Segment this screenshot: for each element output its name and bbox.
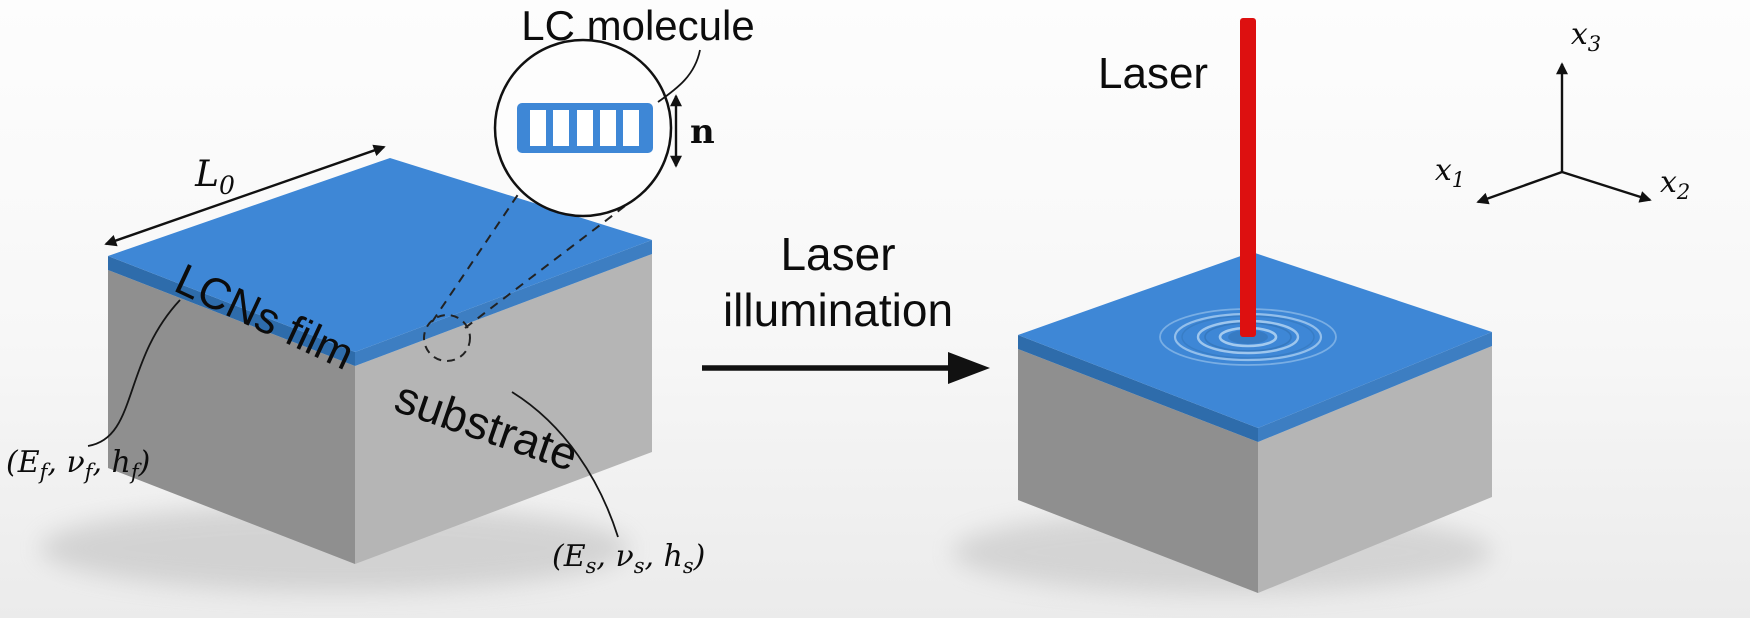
laser-label: Laser xyxy=(1098,49,1208,98)
lc-molecule-title: LC molecule xyxy=(521,2,754,49)
axis-label-x3: x3 xyxy=(1571,17,1601,56)
length-label: L0 xyxy=(194,154,235,200)
molecule-slot xyxy=(530,110,546,146)
left-block-film-edge-right xyxy=(355,240,652,366)
left-block-film-edge-left xyxy=(108,256,355,366)
right-block: Laser xyxy=(1018,18,1492,593)
axis-x1 xyxy=(1476,170,1563,205)
substrate-params-pointer xyxy=(511,391,619,538)
zoom-cone-line-left xyxy=(431,192,520,323)
right-block-substrate-right-face xyxy=(1258,346,1492,593)
lc-molecule-body xyxy=(517,103,653,153)
right-block-film-edge-left xyxy=(1018,335,1258,442)
axis-label-x2: x2 xyxy=(1660,165,1690,204)
left-block-substrate-left-face xyxy=(108,270,355,564)
transition: Laser illumination xyxy=(702,228,990,384)
molecule-slot xyxy=(623,110,639,146)
film-params-label: (Ef, νf, hf) xyxy=(6,445,150,484)
lc-molecule-pointer xyxy=(657,49,701,103)
director-label: n xyxy=(690,112,715,152)
left-block-substrate-right-face xyxy=(355,254,652,564)
coordinate-axes: x3 x1 x2 xyxy=(1435,17,1690,205)
transition-label-line1: Laser xyxy=(780,228,895,280)
substrate-params-label: (Es, νs, hs) xyxy=(552,539,705,578)
zoom-cone-line-right xyxy=(464,189,647,329)
zoom-inset: LC molecule n xyxy=(423,2,755,362)
transition-arrow-head xyxy=(948,352,990,384)
molecule-slot xyxy=(600,110,616,146)
axis-label-x1: x1 xyxy=(1435,153,1465,192)
film-params-pointer xyxy=(87,299,181,447)
length-dimension-arrow xyxy=(104,144,386,247)
transition-label-line2: illumination xyxy=(723,284,953,336)
right-block-substrate-left-face xyxy=(1018,349,1258,593)
left-block-film-top-face xyxy=(108,158,652,352)
right-block-film-edge-right xyxy=(1258,332,1492,442)
axis-x2 xyxy=(1561,170,1652,203)
right-block-film-top-face xyxy=(1018,252,1492,428)
left-block xyxy=(108,158,652,564)
laser-beam xyxy=(1240,18,1256,337)
molecule-slot xyxy=(553,110,569,146)
molecule-slot xyxy=(577,110,593,146)
zoom-source-dashed-circle xyxy=(423,314,471,362)
